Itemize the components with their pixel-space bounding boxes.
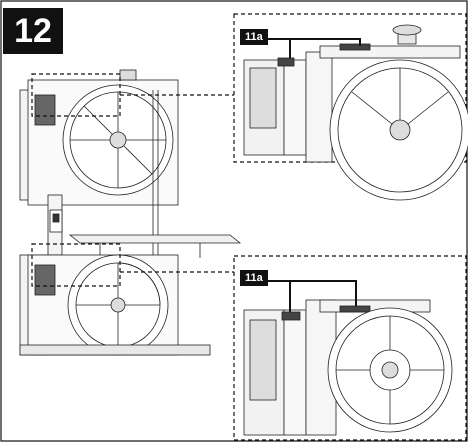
step-number-badge: 12 — [3, 8, 63, 54]
bottom-callout-leader-b — [290, 280, 357, 306]
callout-label-bottom: 11a — [240, 270, 268, 286]
top-detail-inset — [233, 13, 468, 201]
top-callout-leader-b — [290, 38, 361, 46]
callout-label-top: 11a — [240, 29, 268, 45]
bottom-detail-inset — [233, 255, 467, 441]
overview-lower-focus-box — [31, 243, 121, 287]
band-saw-overview-drawing — [19, 69, 242, 356]
